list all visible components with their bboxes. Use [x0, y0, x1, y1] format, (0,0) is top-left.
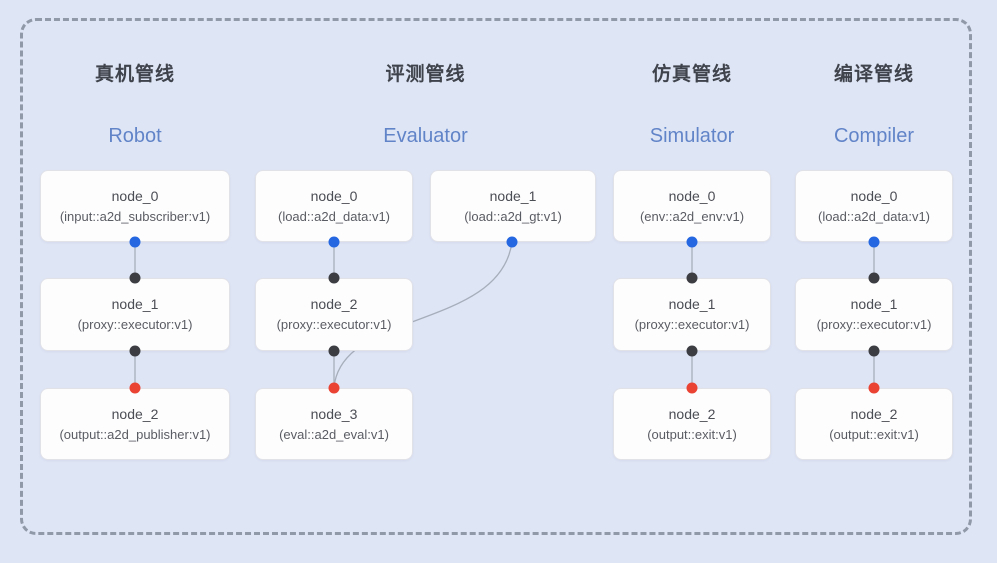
- port-dot-red-evaluator-node3: [328, 382, 340, 394]
- pipeline-title-zh-robot: 真机管线: [94, 64, 175, 85]
- port-dot-red-robot-node2: [129, 382, 141, 394]
- node-box-simulator-node0: node_0 (env::a2d_env:v1): [613, 170, 771, 242]
- pipeline-title-en-robot: Robot: [108, 125, 162, 147]
- node-box-simulator-node2: node_2 (output::exit:v1): [613, 388, 771, 460]
- node-type: (env::a2d_env:v1): [639, 208, 745, 224]
- node-box-compiler-node0: node_0 (load::a2d_data:v1): [795, 170, 953, 242]
- port-dot-black-evaluator-node2-out: [328, 345, 340, 357]
- node-name: node_2: [850, 405, 898, 422]
- port-dot-black-compiler-node1-out: [868, 345, 880, 357]
- node-name: node_0: [310, 187, 358, 204]
- node-name: node_2: [111, 405, 159, 422]
- node-type: (proxy::executor:v1): [816, 317, 932, 332]
- node-box-simulator-node1: node_1 (proxy::executor:v1): [613, 278, 771, 351]
- port-dot-black-simulator-node1-out: [686, 345, 698, 357]
- node-name: node_2: [668, 405, 716, 422]
- pipeline-title-zh-simulator: 仿真管线: [651, 64, 732, 85]
- node-name: node_1: [489, 187, 537, 204]
- node-name: node_1: [111, 296, 159, 312]
- node-type: (proxy::executor:v1): [634, 317, 750, 332]
- node-name: node_0: [111, 187, 159, 204]
- port-dot-black-simulator-node1-in: [686, 272, 698, 284]
- node-name: node_1: [850, 296, 898, 312]
- node-box-evaluator-node0: node_0 (load::a2d_data:v1): [255, 170, 413, 242]
- pipeline-title-en-simulator: Simulator: [649, 125, 735, 147]
- port-dot-blue-robot-node0: [129, 236, 141, 248]
- node-box-evaluator-node3: node_3 (eval::a2d_eval:v1): [255, 388, 413, 460]
- node-type: (load::a2d_data:v1): [817, 208, 931, 224]
- port-dot-black-compiler-node1-in: [868, 272, 880, 284]
- node-box-robot-node2: node_2 (output::a2d_publisher:v1): [40, 388, 230, 460]
- node-type: (load::a2d_gt:v1): [464, 208, 562, 224]
- port-dot-black-robot-node1-out: [129, 345, 141, 357]
- node-name: node_0: [850, 187, 898, 204]
- node-box-robot-node0: node_0 (input::a2d_subscriber:v1): [40, 170, 230, 242]
- port-dot-red-compiler-node2: [868, 382, 880, 394]
- node-type: (output::a2d_publisher:v1): [59, 426, 211, 442]
- node-name: node_3: [310, 405, 358, 422]
- pipeline-title-zh-compiler: 编译管线: [833, 64, 914, 85]
- node-type: (proxy::executor:v1): [77, 317, 193, 332]
- node-type: (output::exit:v1): [829, 426, 919, 442]
- port-dot-black-evaluator-node2-in: [328, 272, 340, 284]
- port-dot-red-simulator-node2: [686, 382, 698, 394]
- pipeline-title-en-compiler: Compiler: [833, 125, 915, 147]
- node-box-evaluator-node1: node_1 (load::a2d_gt:v1): [430, 170, 596, 242]
- node-type: (proxy::executor:v1): [276, 317, 392, 332]
- node-name: node_1: [668, 296, 716, 312]
- port-dot-blue-compiler-node0: [868, 236, 880, 248]
- node-type: (eval::a2d_eval:v1): [279, 426, 389, 442]
- edge-evaluator-node1-node3-curved: [333, 241, 513, 389]
- dashed-container-frame: [20, 18, 972, 535]
- node-box-robot-node1: node_1 (proxy::executor:v1): [40, 278, 230, 351]
- node-box-evaluator-node2: node_2 (proxy::executor:v1): [255, 278, 413, 351]
- node-type: (output::exit:v1): [647, 426, 737, 442]
- port-dot-blue-simulator-node0: [686, 236, 698, 248]
- pipeline-title-en-evaluator: Evaluator: [383, 125, 468, 147]
- port-dot-blue-evaluator-node0: [328, 236, 340, 248]
- node-name: node_0: [668, 187, 716, 204]
- node-box-compiler-node1: node_1 (proxy::executor:v1): [795, 278, 953, 351]
- node-type: (input::a2d_subscriber:v1): [59, 208, 211, 224]
- node-type: (load::a2d_data:v1): [277, 208, 391, 224]
- node-name: node_2: [310, 296, 358, 312]
- pipeline-title-zh-evaluator: 评测管线: [385, 64, 466, 85]
- port-dot-blue-evaluator-node1: [506, 236, 518, 248]
- port-dot-black-robot-node1-in: [129, 272, 141, 284]
- node-box-compiler-node2: node_2 (output::exit:v1): [795, 388, 953, 460]
